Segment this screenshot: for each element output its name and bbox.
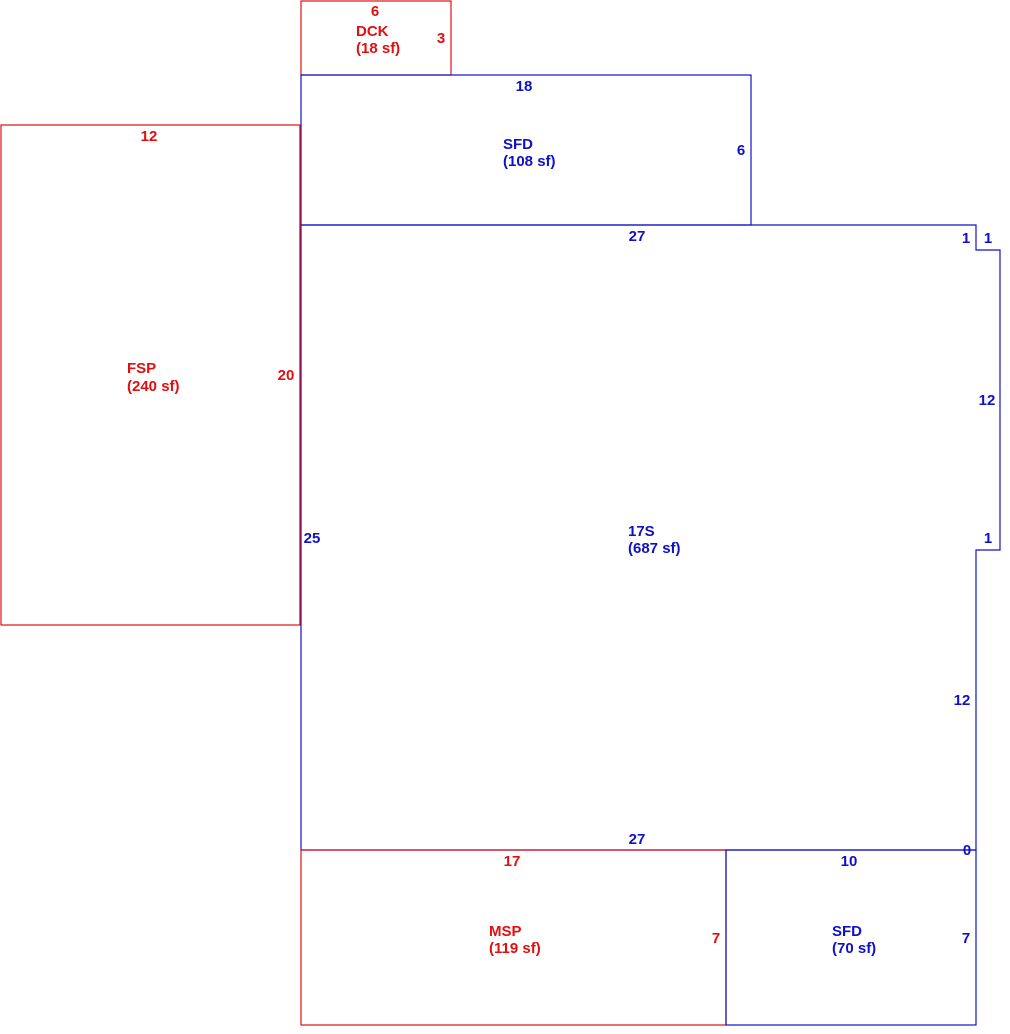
msp-dim-top: 17: [504, 853, 521, 870]
dck-area: (18 sf): [356, 40, 400, 57]
main-dim-bottom: 27: [629, 831, 646, 848]
sfd-bottom-dim-right: 7: [962, 930, 970, 947]
sfd-top-dim-right: 6: [737, 142, 745, 159]
msp-area: (119 sf): [489, 940, 541, 957]
sfd-bottom-area: (70 sf): [832, 940, 876, 957]
sfd-bottom-outline: [725, 849, 977, 1026]
sfd-top-area: (108 sf): [503, 153, 556, 170]
sfd-top-dim-top: 18: [516, 78, 533, 95]
fsp-dim-right: 20: [278, 367, 295, 384]
fsp-code: FSP: [127, 360, 156, 377]
sfd-bottom-dim-top: 10: [841, 853, 858, 870]
main-dim-notch-top-a: 1: [962, 230, 970, 247]
dck-dim-top: 6: [371, 3, 379, 20]
main-code: 17S: [628, 523, 655, 540]
main-dim-top: 27: [629, 228, 646, 245]
fsp-area: (240 sf): [127, 378, 180, 395]
sfd-bottom-code: SFD: [832, 923, 862, 940]
sfd-top-code: SFD: [503, 136, 533, 153]
msp-code: MSP: [489, 923, 522, 940]
main-dim-notch-top-b: 1: [984, 230, 992, 247]
dck-dim-right: 3: [437, 30, 445, 47]
msp-dim-right: 7: [712, 930, 720, 947]
main-dim-notch-bottom: 1: [984, 530, 992, 547]
main-dim-right-upper: 12: [979, 392, 996, 409]
dck-code: DCK: [356, 23, 389, 40]
main-dim-left: 25: [304, 530, 321, 547]
main-dim-right-lower: 12: [954, 692, 971, 709]
main-dim-corner: 0: [963, 842, 971, 859]
main-area: (687 sf): [628, 540, 681, 557]
fsp-dim-top: 12: [141, 128, 158, 145]
